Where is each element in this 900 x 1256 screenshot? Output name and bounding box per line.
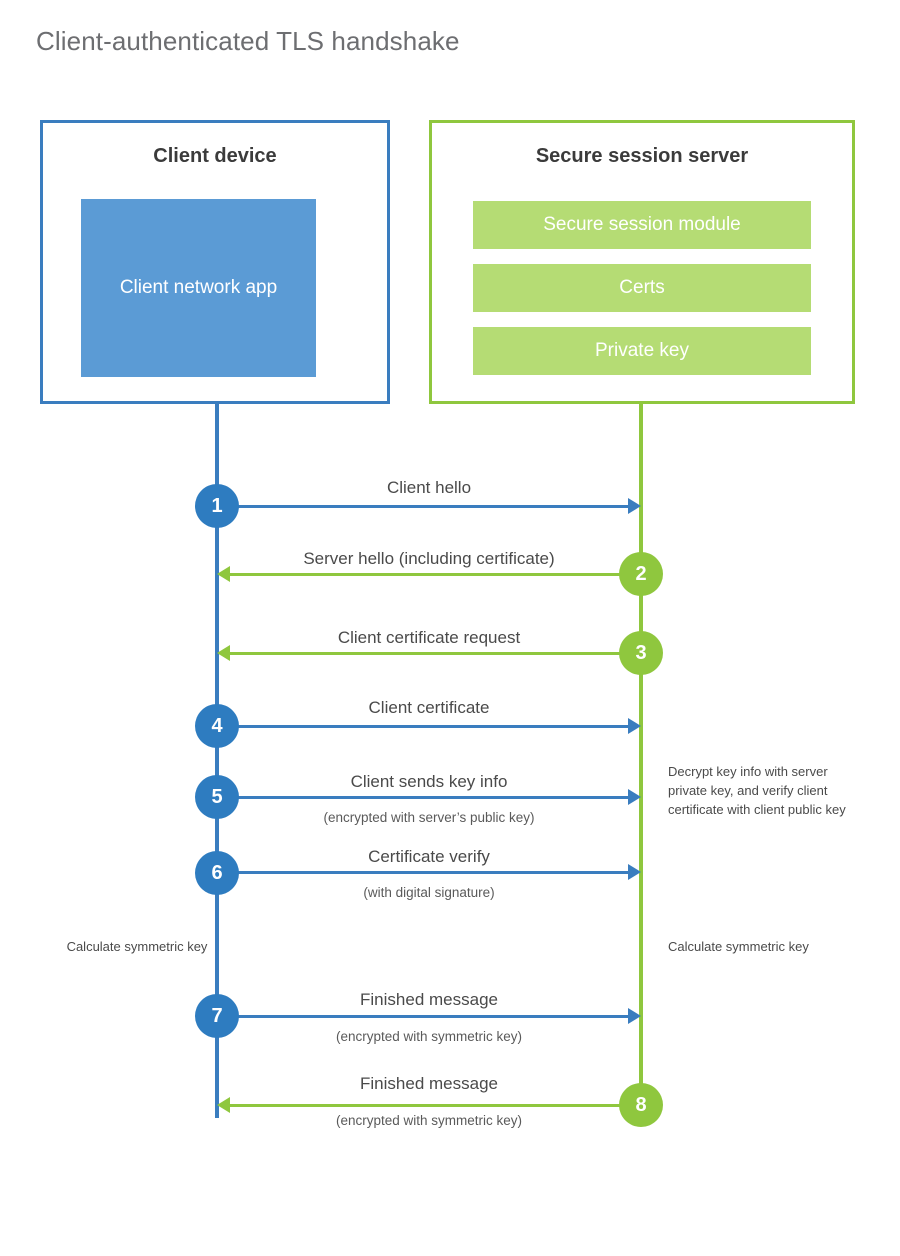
step-1-label: Client hello xyxy=(386,478,472,497)
step-1-arrow-head-right-icon xyxy=(628,498,641,514)
server-decrypt-note: Decrypt key info with server private key… xyxy=(668,764,846,817)
step-5-sublabel: (encrypted with server’s public key) xyxy=(323,810,535,825)
secure-session-server-title: Secure session server xyxy=(535,145,749,167)
step-3-circle: 3 xyxy=(619,631,663,675)
step-7-circle: 7 xyxy=(195,994,239,1038)
step-8-circle: 8 xyxy=(619,1083,663,1127)
step-7-label: Finished message xyxy=(360,990,498,1009)
step-1-arrow-line xyxy=(217,505,628,508)
step-2-arrow-line xyxy=(230,573,641,576)
server-lifeline xyxy=(639,402,643,1106)
client-calculate-symmetric-key-note: Calculate symmetric key xyxy=(66,939,208,954)
client-network-app-block: Client network app xyxy=(81,199,316,377)
step-7-sublabel: (encrypted with symmetric key) xyxy=(335,1029,523,1044)
step-6-arrow-line xyxy=(217,871,628,874)
client-device-title: Client device xyxy=(153,145,277,167)
step-2-circle: 2 xyxy=(619,552,663,596)
step-3-arrow-line xyxy=(230,652,641,655)
step-3-arrow-head-left-icon xyxy=(217,645,230,661)
server-module-private-key: Private key xyxy=(473,327,811,375)
step-8-arrow-head-left-icon xyxy=(217,1097,230,1113)
step-5-arrow-head-right-icon xyxy=(628,789,641,805)
step-1-circle: 1 xyxy=(195,484,239,528)
step-8-sublabel: (encrypted with symmetric key) xyxy=(335,1113,523,1128)
server-module-certs: Certs xyxy=(473,264,811,312)
step-6-sublabel: (with digital signature) xyxy=(363,885,495,900)
step-6-label: Certificate verify xyxy=(368,847,490,866)
secure-session-server-box: Secure session server Secure session mod… xyxy=(429,120,855,404)
client-device-box: Client device Client network app xyxy=(40,120,390,404)
step-8-label: Finished message xyxy=(360,1074,498,1093)
step-5-circle: 5 xyxy=(195,775,239,819)
page-title: Client-authenticated TLS handshake xyxy=(36,26,460,56)
step-5-arrow-line xyxy=(217,796,628,799)
step-4-circle: 4 xyxy=(195,704,239,748)
step-4-arrow-line xyxy=(217,725,628,728)
step-6-circle: 6 xyxy=(195,851,239,895)
step-4-arrow-head-right-icon xyxy=(628,718,641,734)
step-4-label: Client certificate xyxy=(368,698,490,717)
step-2-arrow-head-left-icon xyxy=(217,566,230,582)
step-7-arrow-line xyxy=(217,1015,628,1018)
server-calculate-symmetric-key-note: Calculate symmetric key xyxy=(668,939,809,954)
step-3-label: Client certificate request xyxy=(337,628,521,647)
server-module-secure-session-module: Secure session module xyxy=(473,201,811,249)
step-8-arrow-line xyxy=(230,1104,641,1107)
step-5-label: Client sends key info xyxy=(350,772,508,791)
step-2-label: Server hello (including certificate) xyxy=(303,549,555,568)
step-7-arrow-head-right-icon xyxy=(628,1008,641,1024)
step-6-arrow-head-right-icon xyxy=(628,864,641,880)
client-lifeline xyxy=(215,402,219,1118)
